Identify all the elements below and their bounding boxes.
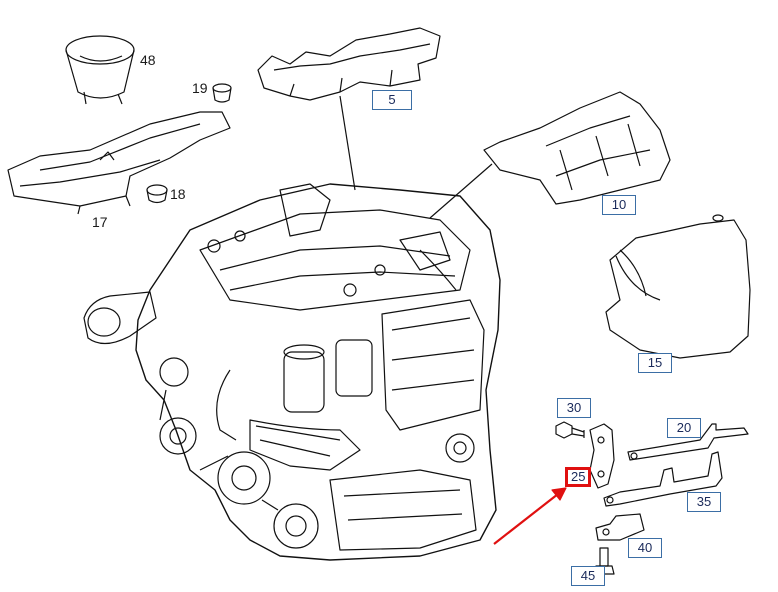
part-25-bracket <box>589 423 615 489</box>
callout-30[interactable]: 30 <box>557 398 591 418</box>
callout-15[interactable]: 15 <box>638 353 672 373</box>
callout-5[interactable]: 5 <box>372 90 412 110</box>
callout-10[interactable]: 10 <box>602 195 636 215</box>
callout-35[interactable]: 35 <box>687 492 721 512</box>
part-5-heat-shield <box>257 27 441 191</box>
part-40-clip <box>595 513 645 541</box>
engine-assembly <box>83 183 501 561</box>
callout-18[interactable]: 18 <box>170 186 186 202</box>
part-17-heat-shield <box>7 111 231 215</box>
callout-25-highlighted[interactable]: 25 <box>565 467 592 487</box>
callout-45[interactable]: 45 <box>571 566 605 586</box>
part-18-grommet <box>146 184 168 204</box>
part-19-grommet <box>212 83 232 103</box>
highlight-arrow <box>493 487 567 545</box>
part-15-cover <box>605 214 751 359</box>
callout-19[interactable]: 19 <box>192 80 208 96</box>
part-20-strap <box>627 423 749 461</box>
part-30-bolt <box>555 421 585 439</box>
callout-17[interactable]: 17 <box>92 214 108 230</box>
part-35-bracket <box>603 451 723 507</box>
part-48-funnel-cover <box>65 35 135 105</box>
callout-40[interactable]: 40 <box>628 538 662 558</box>
part-10-heat-shield <box>429 91 671 219</box>
callout-20[interactable]: 20 <box>667 418 701 438</box>
callout-48[interactable]: 48 <box>140 52 156 68</box>
